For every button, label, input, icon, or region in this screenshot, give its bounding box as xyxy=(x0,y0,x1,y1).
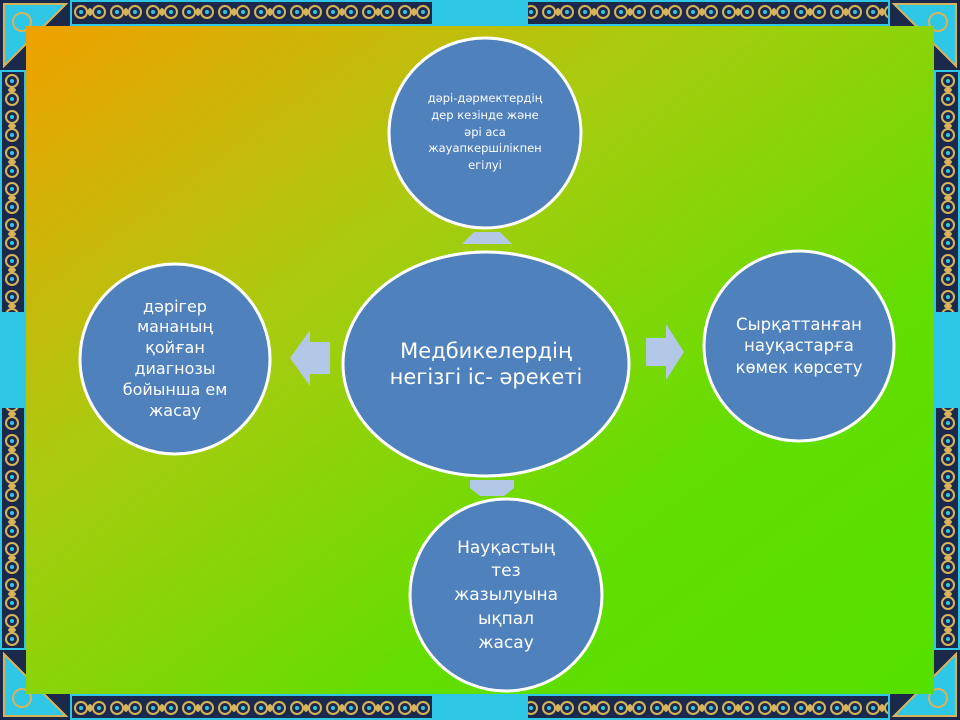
arrow-down xyxy=(470,480,514,496)
arrow-right xyxy=(646,324,684,380)
right-node xyxy=(702,249,896,443)
arrow-up xyxy=(462,232,512,244)
top-node xyxy=(387,36,583,230)
bottom-node xyxy=(408,497,604,693)
left-node xyxy=(78,262,272,456)
arrow-left xyxy=(290,330,330,386)
center-node xyxy=(341,250,631,478)
